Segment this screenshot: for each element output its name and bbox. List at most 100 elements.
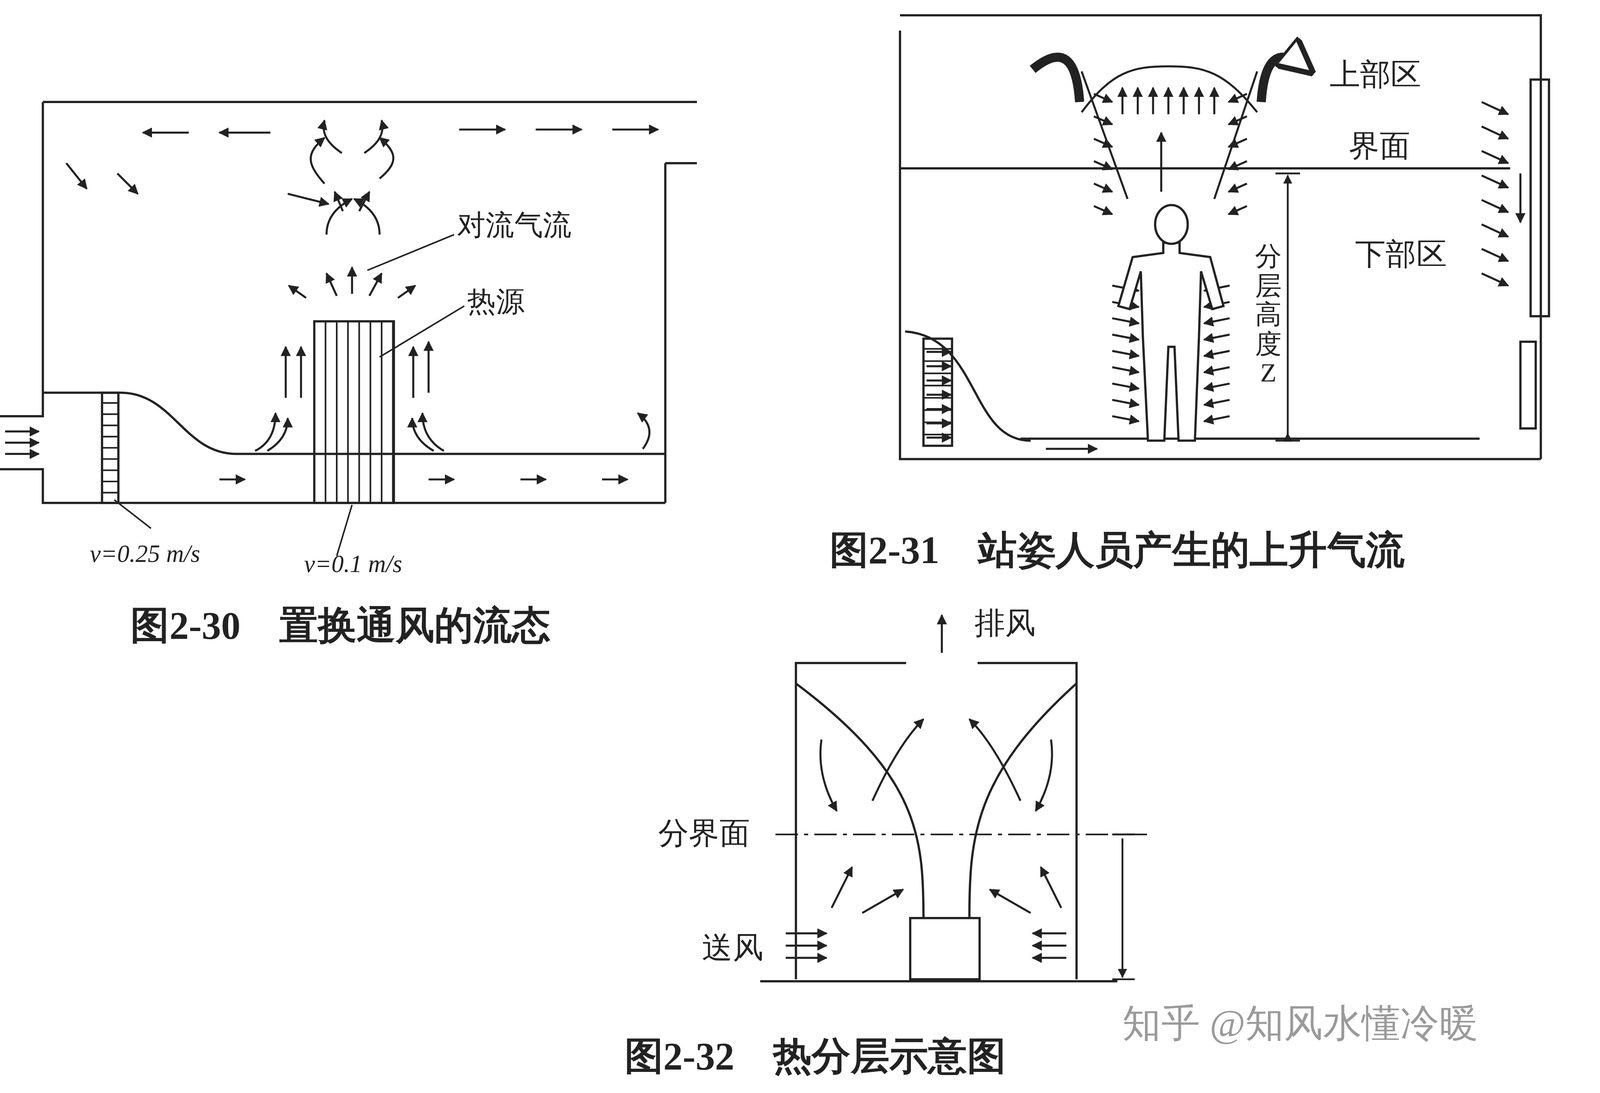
flow-arrow <box>1481 224 1509 237</box>
hatch-stroke <box>101 435 119 438</box>
flow-arrow <box>267 418 288 452</box>
hatch-stroke <box>347 321 349 504</box>
hatch-stroke <box>923 348 952 350</box>
flow-arrow <box>326 198 352 235</box>
zone-label: 上部区 <box>1329 57 1422 93</box>
flow-arrow <box>412 346 415 399</box>
flow-arrow <box>1112 383 1139 389</box>
fine-strokes <box>101 321 952 504</box>
flow-arrow <box>785 957 827 959</box>
flow-arrow <box>926 351 952 354</box>
flow-arrow <box>1093 138 1113 147</box>
hatch-stroke <box>923 409 952 411</box>
flow-arrow <box>1481 200 1509 213</box>
hatch-stroke <box>335 321 338 504</box>
flow-arrow <box>1203 383 1230 389</box>
velocity-value: v=0.1 m/s <box>303 551 402 580</box>
flow-arrow <box>5 441 39 444</box>
flow-arrow <box>637 413 650 449</box>
flow-arrow <box>323 120 343 154</box>
flow-arrow <box>1481 101 1509 115</box>
flow-arrow <box>1203 318 1230 324</box>
flow-arrow <box>459 128 506 131</box>
figure-caption: 图2-31 站姿人员产生的上升气流 <box>829 528 1405 574</box>
flow-arrow <box>940 615 943 654</box>
layer-dimension <box>1112 834 1135 980</box>
hatch-stroke <box>923 360 952 363</box>
spread-arrows <box>1032 57 1309 102</box>
flow-arrow <box>287 193 329 204</box>
flow-arrow <box>1481 126 1509 139</box>
flow-arrow <box>1228 206 1247 215</box>
velocity-value: v=0.25 m/s <box>89 540 201 569</box>
flow-arrow <box>1112 351 1139 357</box>
flow-arrow <box>785 944 827 947</box>
flow-arrow <box>1121 87 1124 115</box>
flow-label: 排风 <box>974 606 1036 642</box>
hatch-stroke <box>101 458 119 460</box>
figure-caption: 图2-32 热分层示意图 <box>624 1034 1006 1080</box>
hatch-stroke <box>101 447 119 449</box>
hatch-stroke <box>380 321 383 504</box>
hatch-stroke <box>324 321 327 504</box>
flow-arrow <box>1112 416 1139 422</box>
flow-arrow <box>1203 400 1230 406</box>
hatch-stroke <box>101 469 119 472</box>
height-dimension-end <box>1286 433 1289 439</box>
hatch-stroke <box>358 321 360 504</box>
flow-arrow <box>284 346 287 399</box>
flow-arrow <box>1228 183 1247 192</box>
flow-arrow <box>1093 183 1113 192</box>
flow-arrow <box>326 273 337 296</box>
figure-caption: 图2-30 置换通风的流态 <box>130 603 551 649</box>
flow-arrow <box>398 285 416 298</box>
flow-arrow <box>379 137 394 179</box>
flow-arrow <box>926 365 952 368</box>
flow-arrow <box>1203 334 1230 340</box>
flow-arrow <box>1151 87 1154 115</box>
flow-arrow <box>5 430 39 433</box>
flow-arrow <box>926 436 952 439</box>
flow-arrow <box>1203 416 1230 422</box>
watermark: 知乎 @知风水懂冷暖 <box>1122 1001 1478 1047</box>
flow-arrow <box>1481 151 1509 164</box>
dimension-label: 分层高度 Z <box>1255 242 1282 389</box>
flow-arrow <box>5 453 39 456</box>
flow-arrow <box>601 478 628 481</box>
leader-lines <box>114 234 465 557</box>
person-head <box>1155 205 1188 244</box>
flow-arrow <box>1046 448 1098 450</box>
flow-arrow <box>926 408 952 411</box>
flow-label: 送风 <box>701 930 764 966</box>
hatch-stroke <box>101 480 119 483</box>
flow-arrow <box>785 932 827 935</box>
hatch-stroke <box>101 424 119 427</box>
flow-arrow <box>535 128 582 131</box>
flow-arrow <box>310 137 325 184</box>
layer-dimension-heads <box>1121 838 1124 978</box>
flow-arrow <box>1136 87 1139 115</box>
room-outlines <box>0 15 1549 982</box>
flow-arrow <box>1167 87 1170 115</box>
flow-arrow <box>353 198 380 235</box>
flow-arrow <box>1160 132 1163 193</box>
zone-label: 下部区 <box>1355 236 1447 272</box>
flow-arrow <box>364 120 383 154</box>
callout-label: 对流气流 <box>457 209 572 243</box>
flow-arrow <box>520 478 546 481</box>
flow-arrow <box>428 478 454 481</box>
flow-arrow <box>1032 957 1067 959</box>
flow-arrow <box>1198 87 1200 115</box>
flow-arrow <box>1182 87 1185 115</box>
hatch-stroke <box>923 421 952 424</box>
flow-arrow <box>1112 334 1139 340</box>
flow-arrow <box>142 131 190 134</box>
flow-arrow <box>831 867 852 908</box>
hatch-stroke <box>923 433 952 436</box>
flow-arrow <box>1032 944 1067 947</box>
flow-arrow <box>1093 206 1113 215</box>
flow-arrow <box>1228 161 1247 170</box>
flow-arrow <box>117 173 138 194</box>
flow-arrow <box>1112 367 1139 373</box>
